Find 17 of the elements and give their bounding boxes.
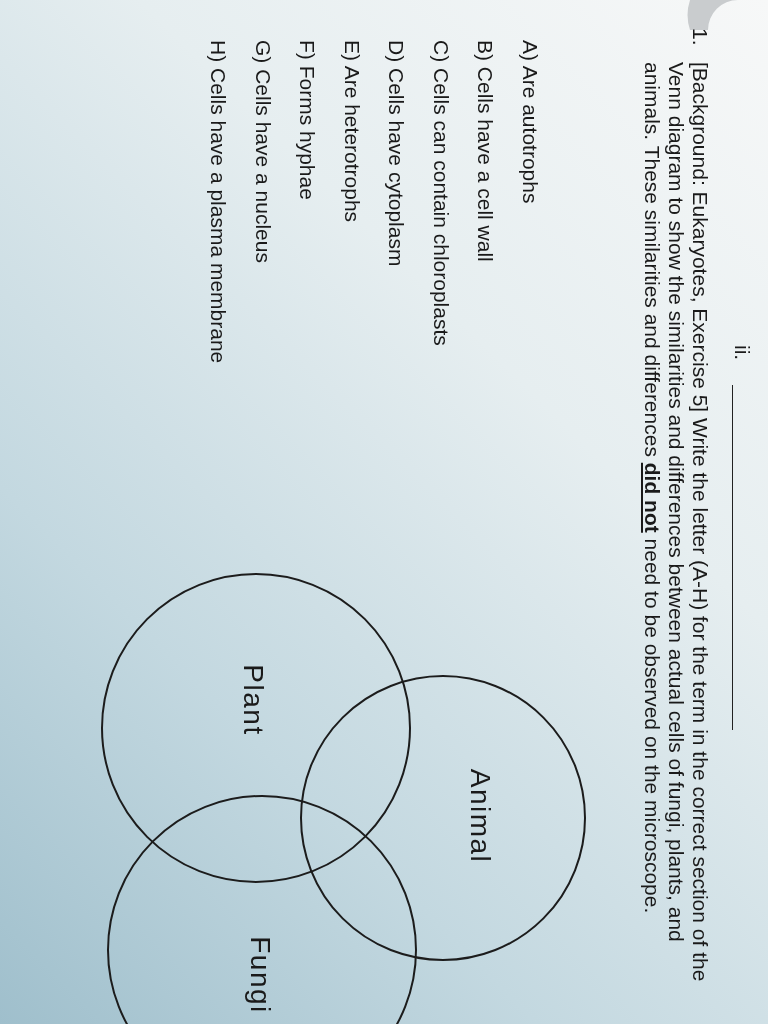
circle-label: Plant	[237, 664, 269, 736]
list-item: C) Cells can contain chloroplasts	[429, 40, 453, 348]
item-number: ii.	[730, 345, 754, 361]
circle-label: Animal	[464, 768, 496, 864]
list-item: F) Forms hyphae	[295, 40, 320, 202]
list-item: E) Are heterotrophs	[340, 40, 364, 225]
list-item: G) Cells have a nucleus	[251, 40, 275, 265]
list-item: B) Cells have a cell wall	[473, 40, 498, 264]
question-number: 1.	[688, 28, 712, 46]
list-item: A) Are autotrophs	[518, 40, 542, 206]
question-text: [Background: Eukaryotes, Exercise 5] Write the letter (A-H) for the term in the correct section of the Venn diagram to show the similarities and differences between actual cells of fungi, plants, and animals. These similarities and differences did not need to be observed on the microscope.	[640, 62, 712, 984]
list-item: H) Cells have a plasma membrane	[206, 40, 231, 366]
list-item: D) Cells have cytoplasm	[384, 40, 409, 269]
circle-label: Fungi	[244, 936, 276, 1014]
venn-circle	[300, 675, 586, 961]
venn-circle	[101, 573, 411, 883]
venn-circle	[107, 795, 417, 1024]
